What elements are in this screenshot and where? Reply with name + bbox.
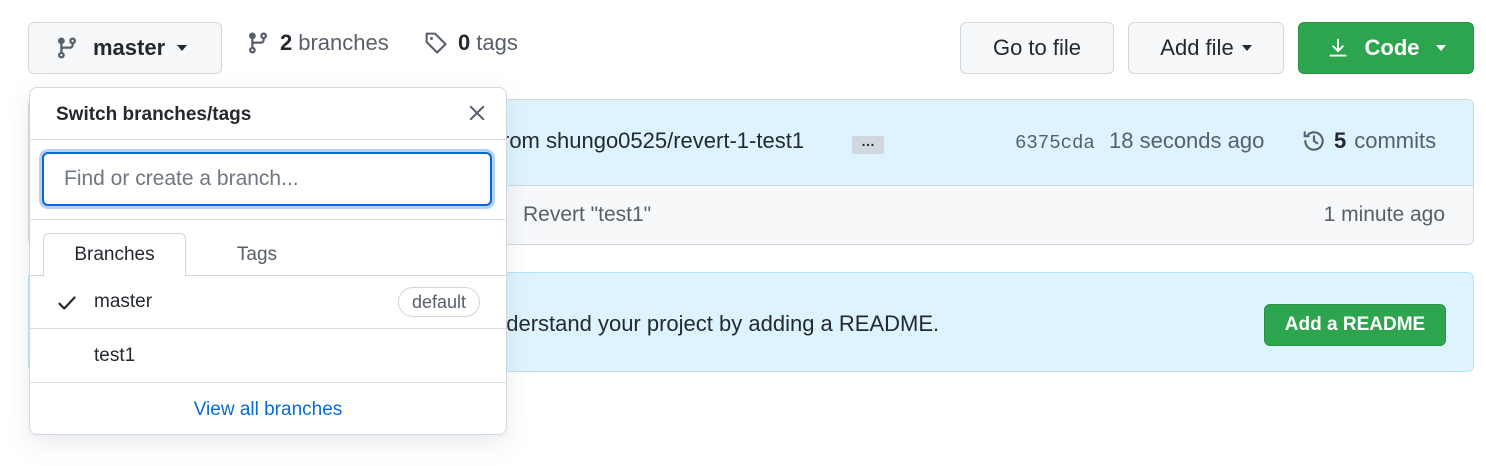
chevron-down-icon <box>177 45 188 51</box>
readme-prompt-text: nderstand your project by adding a READM… <box>494 311 940 336</box>
tag-icon <box>425 32 447 54</box>
git-branch-icon <box>248 32 267 54</box>
tab-branches[interactable]: Branches <box>43 233 186 277</box>
commit-message-link[interactable]: rom shungo0525/revert-1-test1 <box>502 128 805 153</box>
commits-history-link[interactable]: 5 commits <box>1302 128 1436 154</box>
branches-label: branches <box>298 30 389 55</box>
branch-search-input[interactable] <box>42 152 492 206</box>
history-icon <box>1303 131 1324 151</box>
dropdown-header: Switch branches/tags <box>30 88 506 140</box>
branch-item-master[interactable]: master default <box>30 276 506 329</box>
branches-count: 2 <box>280 30 293 55</box>
branch-item-test1[interactable]: test1 <box>30 330 506 383</box>
chevron-down-icon <box>1435 45 1446 51</box>
tags-count: 0 <box>458 30 471 55</box>
tags-label: tags <box>476 30 518 55</box>
view-all-branches-link[interactable]: View all branches <box>193 399 343 420</box>
commit-sha-link[interactable]: 6375cda <box>1015 132 1095 154</box>
close-icon[interactable] <box>466 102 488 124</box>
branch-select-label: master <box>93 35 166 60</box>
code-button[interactable]: Code <box>1298 22 1474 74</box>
branch-item-label: test1 <box>94 345 136 366</box>
dropdown-title: Switch branches/tags <box>56 104 252 125</box>
go-to-file-button[interactable]: Go to file <box>960 22 1114 74</box>
commits-count: 5 <box>1334 128 1347 153</box>
file-commit-message-link[interactable]: Revert "test1" <box>523 203 652 226</box>
tab-tags[interactable]: Tags <box>236 244 278 265</box>
file-commit-time: 1 minute ago <box>1323 203 1445 226</box>
check-icon <box>58 296 76 310</box>
dropdown-filter <box>30 140 506 220</box>
git-branch-icon <box>57 37 76 59</box>
add-file-label: Add file <box>1160 35 1234 60</box>
code-label: Code <box>1364 35 1420 60</box>
tags-link[interactable]: 0 tags <box>424 30 518 56</box>
chevron-down-icon <box>1241 45 1252 51</box>
add-file-button[interactable]: Add file <box>1128 22 1284 74</box>
commit-time: 18 seconds ago <box>1109 128 1265 153</box>
expand-commit-button[interactable]: … <box>852 134 884 154</box>
dropdown-tabs: Branches Tags <box>30 220 506 277</box>
add-readme-button[interactable]: Add a README <box>1264 304 1446 346</box>
commits-label: commits <box>1354 128 1437 153</box>
download-icon <box>1328 38 1347 57</box>
default-badge: default <box>397 287 480 317</box>
branch-switcher-dropdown: Switch branches/tags Branches Tags maste… <box>29 87 507 435</box>
branch-item-label: master <box>94 291 153 312</box>
branch-select-button[interactable]: master <box>28 22 222 74</box>
branches-link[interactable]: 2 branches <box>246 30 389 56</box>
